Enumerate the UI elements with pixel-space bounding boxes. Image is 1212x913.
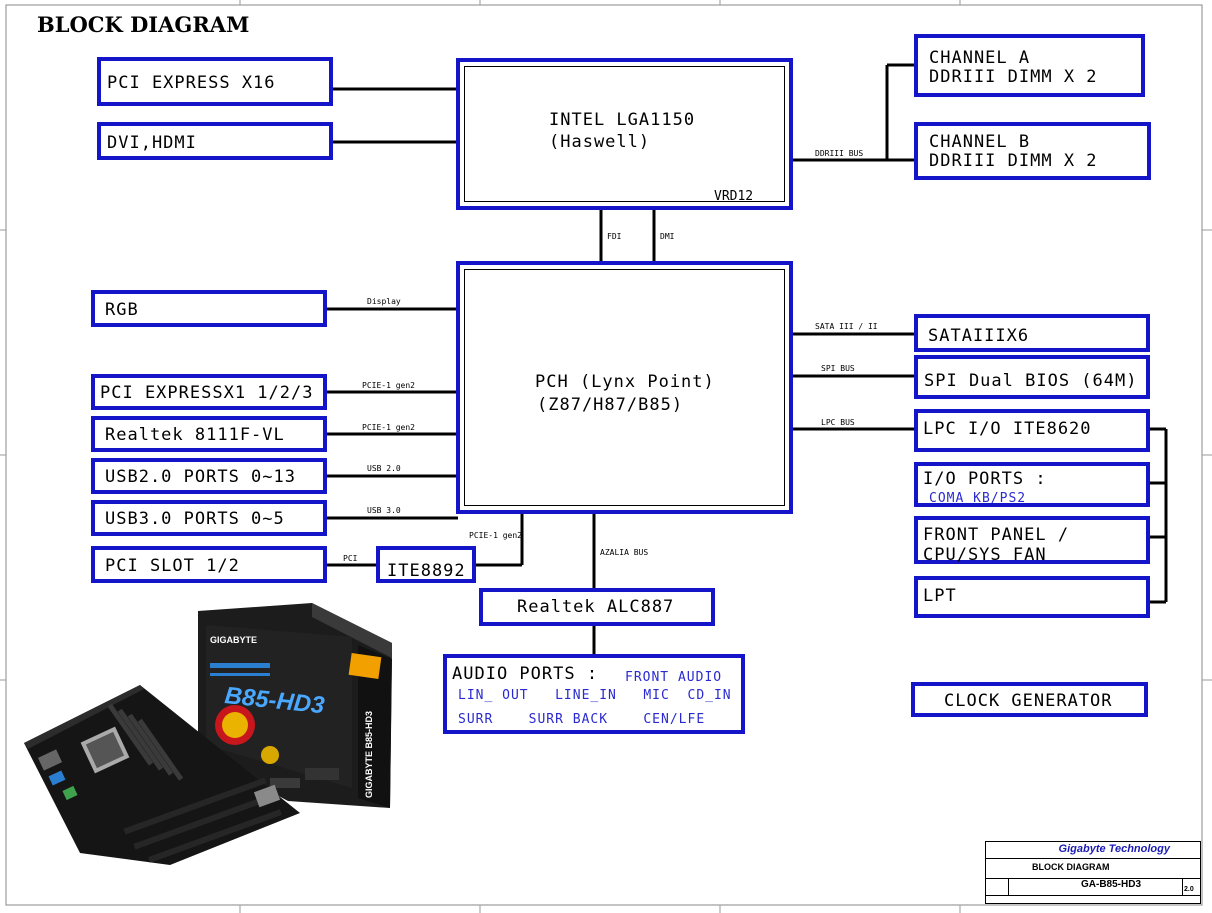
usb2-box: USB2.0 PORTS 0~13 [91, 458, 327, 494]
realtek-lan-box: Realtek 8111F-VL [91, 416, 327, 452]
pci-label: PCI [343, 554, 358, 563]
pcie-gen2-label-b: PCIE-1 gen2 [362, 423, 415, 432]
title-block-company: Gigabyte Technology [1058, 843, 1170, 855]
ite8892-box: ITE8892 [376, 546, 476, 583]
pch-chipsets: (Z87/H87/B85) [537, 395, 684, 415]
cpu-vrd: VRD12 [714, 189, 754, 204]
rgb-box: RGB [91, 290, 327, 327]
photo-brand: GIGABYTE [210, 635, 257, 645]
cpu-codename: (Haswell) [549, 132, 651, 152]
spi-bios-box: SPI Dual BIOS (64M) [914, 355, 1150, 399]
pcie-gen2-label-c: PCIE-1 gen2 [469, 531, 522, 540]
diagram-title: BLOCK DIAGRAM [37, 12, 250, 37]
lpc-bus-label: LPC BUS [821, 418, 855, 427]
cpu-block: INTEL LGA1150 (Haswell) VRD12 [456, 58, 793, 210]
realtek-alc887-box: Realtek ALC887 [479, 588, 715, 626]
channel-a-box: CHANNEL A DDRIII DIMM X 2 [914, 34, 1145, 97]
motherboard-product-photo: GIGABYTE B85-HD3 GIGABYTE B85-HD3 [24, 603, 392, 865]
title-block-doc-number: GA-B85-HD3 [1081, 879, 1142, 890]
pcie-x1-box: PCI EXPRESSX1 1/2/3 [91, 374, 327, 410]
photo-box-side: GIGABYTE B85-HD3 [364, 711, 374, 798]
audio-ports-box: AUDIO PORTS : FRONT AUDIO LIN_ OUT LINE_… [443, 654, 745, 734]
cpu-name: INTEL LGA1150 [549, 110, 696, 130]
pci-slot-box: PCI SLOT 1/2 [91, 546, 327, 583]
spi-bus-label: SPI BUS [821, 364, 855, 373]
lpt-box: LPT [914, 576, 1150, 618]
clock-generator-box: CLOCK GENERATOR [911, 682, 1148, 717]
pcie-gen2-label-a: PCIE-1 gen2 [362, 381, 415, 390]
sata-box: SATAIIIX6 [914, 314, 1150, 352]
pch-block: PCH (Lynx Point) (Z87/H87/B85) [456, 261, 793, 514]
display-label: Display [367, 297, 401, 306]
io-ports-box: I/O PORTS : COMA KB/PS2 [914, 462, 1150, 507]
usb30-label: USB 3.0 [367, 506, 401, 515]
pch-name: PCH (Lynx Point) [535, 372, 715, 392]
channel-b-box: CHANNEL B DDRIII DIMM X 2 [914, 122, 1151, 180]
front-panel-box: FRONT PANEL / CPU/SYS FAN [914, 516, 1150, 565]
sata-bus-label: SATA III / II [815, 322, 878, 331]
pcie-x16-box: PCI EXPRESS X16 [97, 57, 333, 106]
ddr-bus-label: DDRIII BUS [815, 149, 864, 158]
dmi-label: DMI [660, 232, 675, 241]
usb3-box: USB3.0 PORTS 0~5 [91, 500, 327, 536]
bus-lines [326, 63, 1168, 656]
usb20-label: USB 2.0 [367, 464, 401, 473]
dvi-hdmi-box: DVI,HDMI [97, 122, 333, 160]
title-block-rev: 2.0 [1184, 886, 1194, 893]
fdi-label: FDI [607, 232, 622, 241]
title-block: Gigabyte Technology BLOCK DIAGRAM GA-B85… [985, 841, 1201, 904]
title-block-title: BLOCK DIAGRAM [1032, 862, 1110, 872]
azalia-label: AZALIA BUS [600, 548, 649, 557]
lpc-io-box: LPC I/O ITE8620 [914, 409, 1150, 452]
